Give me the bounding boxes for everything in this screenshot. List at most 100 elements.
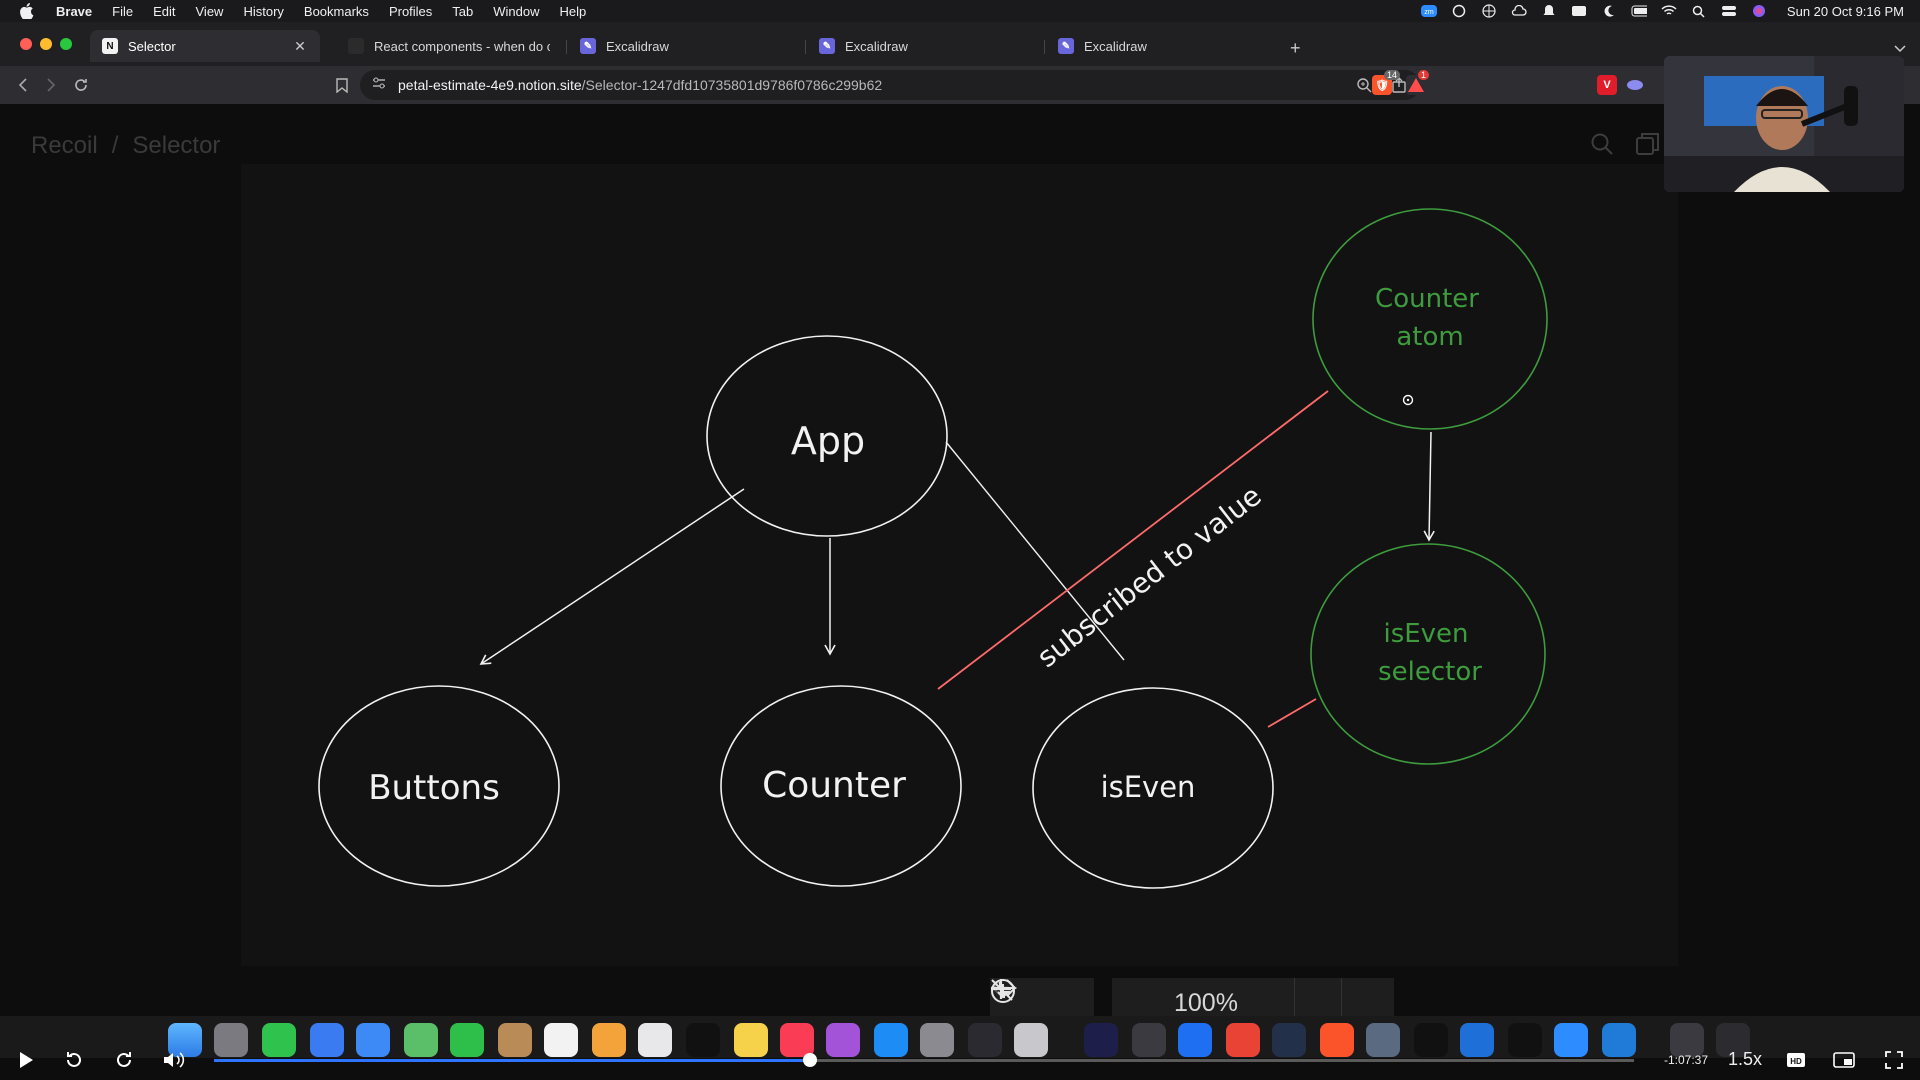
notes-icon[interactable] (734, 1023, 768, 1057)
close-window-button[interactable] (20, 38, 32, 50)
bookmark-icon[interactable] (331, 74, 353, 96)
zoom-window-button[interactable] (60, 38, 72, 50)
menu-help[interactable]: Help (559, 3, 587, 19)
terminal-2-icon[interactable] (1508, 1023, 1542, 1057)
reload-icon[interactable] (70, 74, 92, 96)
counter-node[interactable] (720, 685, 962, 887)
progress-thumb[interactable] (803, 1053, 818, 1067)
tab-excalidraw-3[interactable]: ✎ Excalidraw (1046, 30, 1276, 62)
tab-excalidraw-1[interactable]: ✎ Excalidraw (568, 30, 798, 62)
progress-track[interactable] (214, 1059, 1634, 1062)
facetime-icon[interactable] (450, 1023, 484, 1057)
cloud-icon[interactable] (1511, 4, 1527, 18)
contacts-icon[interactable] (498, 1023, 532, 1057)
downloads-icon[interactable] (1670, 1023, 1704, 1057)
new-tab-button[interactable]: + (1290, 38, 1301, 58)
bluetooth-icon[interactable] (1178, 1023, 1212, 1057)
terminal-icon[interactable] (1414, 1023, 1448, 1057)
tab-react-components[interactable]: React components - when do chil (336, 30, 562, 62)
premiere-icon[interactable] (1084, 1023, 1118, 1057)
forward-skip-icon[interactable] (112, 1048, 136, 1072)
close-tab-icon[interactable]: ✕ (294, 37, 306, 54)
mail-icon[interactable] (310, 1023, 344, 1057)
tab-excalidraw-2[interactable]: ✎ Excalidraw (807, 30, 1037, 62)
breadcrumb-current[interactable]: Selector (132, 132, 221, 159)
zoom-icon[interactable] (1554, 1023, 1588, 1057)
fullscreen-icon[interactable] (1882, 1048, 1906, 1072)
steam-icon[interactable] (1272, 1023, 1306, 1057)
app-node[interactable] (706, 335, 948, 537)
extension-icon[interactable] (1625, 75, 1645, 95)
counter-atom-node[interactable] (1312, 208, 1548, 430)
atom-to-selector-arrow[interactable] (1423, 431, 1435, 542)
siri-icon[interactable] (1751, 4, 1767, 18)
volume-icon[interactable] (162, 1048, 186, 1072)
brave-shields-icon[interactable]: 🛡 (1372, 75, 1392, 95)
playback-speed[interactable]: 1.5x (1728, 1049, 1763, 1069)
calendar-icon[interactable] (544, 1023, 578, 1057)
app-store-icon[interactable] (874, 1023, 908, 1057)
menu-bookmarks[interactable]: Bookmarks (303, 3, 369, 19)
brave-rewards-icon[interactable] (1406, 75, 1426, 95)
play-icon[interactable] (14, 1048, 38, 1072)
tv-icon[interactable] (686, 1023, 720, 1057)
duplicate-icon[interactable] (1636, 132, 1660, 161)
back-icon[interactable] (12, 74, 34, 96)
messages-icon[interactable] (262, 1023, 296, 1057)
podcasts-icon[interactable] (826, 1023, 860, 1057)
keyboard-icon[interactable] (1571, 4, 1587, 18)
app-to-iseven-line[interactable] (945, 441, 1125, 661)
launchpad-icon[interactable] (214, 1023, 248, 1057)
browser-app-icon[interactable] (1460, 1023, 1494, 1057)
iseven-selector-node[interactable] (1310, 543, 1546, 765)
brave-icon[interactable] (1320, 1023, 1354, 1057)
sync-icon[interactable] (1451, 4, 1467, 18)
forward-icon[interactable] (40, 74, 62, 96)
vscode-icon[interactable] (1602, 1023, 1636, 1057)
picture-in-picture-icon[interactable] (1832, 1048, 1856, 1072)
address-bar[interactable]: petal-estimate-4e9.notion.site/Selector-… (360, 70, 1420, 100)
minimize-window-button[interactable] (40, 38, 52, 50)
hd-icon[interactable]: HD (1784, 1048, 1808, 1072)
menu-edit[interactable]: Edit (153, 3, 176, 19)
menubar-clock[interactable]: Sun 20 Oct 9:16 PM (1786, 3, 1904, 19)
menu-profiles[interactable]: Profiles (388, 3, 433, 19)
control-center-icon[interactable] (1721, 4, 1737, 18)
wifi-icon[interactable] (1661, 4, 1677, 18)
clock-icon[interactable] (968, 1023, 1002, 1057)
exit-fullscreen-icon[interactable] (991, 978, 1388, 1028)
finder-icon[interactable] (168, 1023, 202, 1057)
grid-icon[interactable] (1481, 4, 1497, 18)
menu-view[interactable]: View (195, 3, 224, 19)
reminders-icon[interactable] (638, 1023, 672, 1057)
tab-selector[interactable]: N Selector ✕ (90, 30, 320, 62)
search-icon[interactable] (1590, 132, 1614, 161)
spotlight-icon[interactable] (1691, 4, 1707, 18)
menu-app-name[interactable]: Brave (56, 3, 93, 19)
share-icon[interactable] (1392, 77, 1406, 98)
iseven-node[interactable] (1032, 687, 1274, 889)
zoom-app-icon[interactable]: zm (1420, 4, 1437, 18)
archive-icon[interactable] (1014, 1023, 1048, 1057)
excalidraw-canvas[interactable]: App Buttons Counter isEven Counter atom … (241, 164, 1678, 1028)
moon-icon[interactable] (1601, 4, 1617, 18)
menu-file[interactable]: File (112, 3, 134, 19)
calculator-icon[interactable] (1132, 1023, 1166, 1057)
counter-subscription-line[interactable] (937, 390, 1329, 690)
site-settings-icon[interactable] (372, 76, 386, 94)
menu-window[interactable]: Window (493, 3, 540, 19)
page-zoom-icon[interactable] (1356, 77, 1372, 98)
buttons-node[interactable] (318, 685, 560, 887)
app-to-buttons-arrow[interactable] (479, 488, 745, 665)
iseven-subscription-line[interactable] (1267, 698, 1317, 728)
apple-icon[interactable] (18, 2, 36, 20)
battery-icon[interactable] (1631, 4, 1647, 18)
bell-icon[interactable] (1541, 4, 1557, 18)
maps-icon[interactable] (404, 1023, 438, 1057)
menu-tab[interactable]: Tab (452, 3, 474, 19)
rewind-icon[interactable] (62, 1048, 86, 1072)
chrome-icon[interactable] (1226, 1023, 1260, 1057)
preview-icon[interactable] (1366, 1023, 1400, 1057)
safari-icon[interactable] (356, 1023, 390, 1057)
photos-icon[interactable] (592, 1023, 626, 1057)
